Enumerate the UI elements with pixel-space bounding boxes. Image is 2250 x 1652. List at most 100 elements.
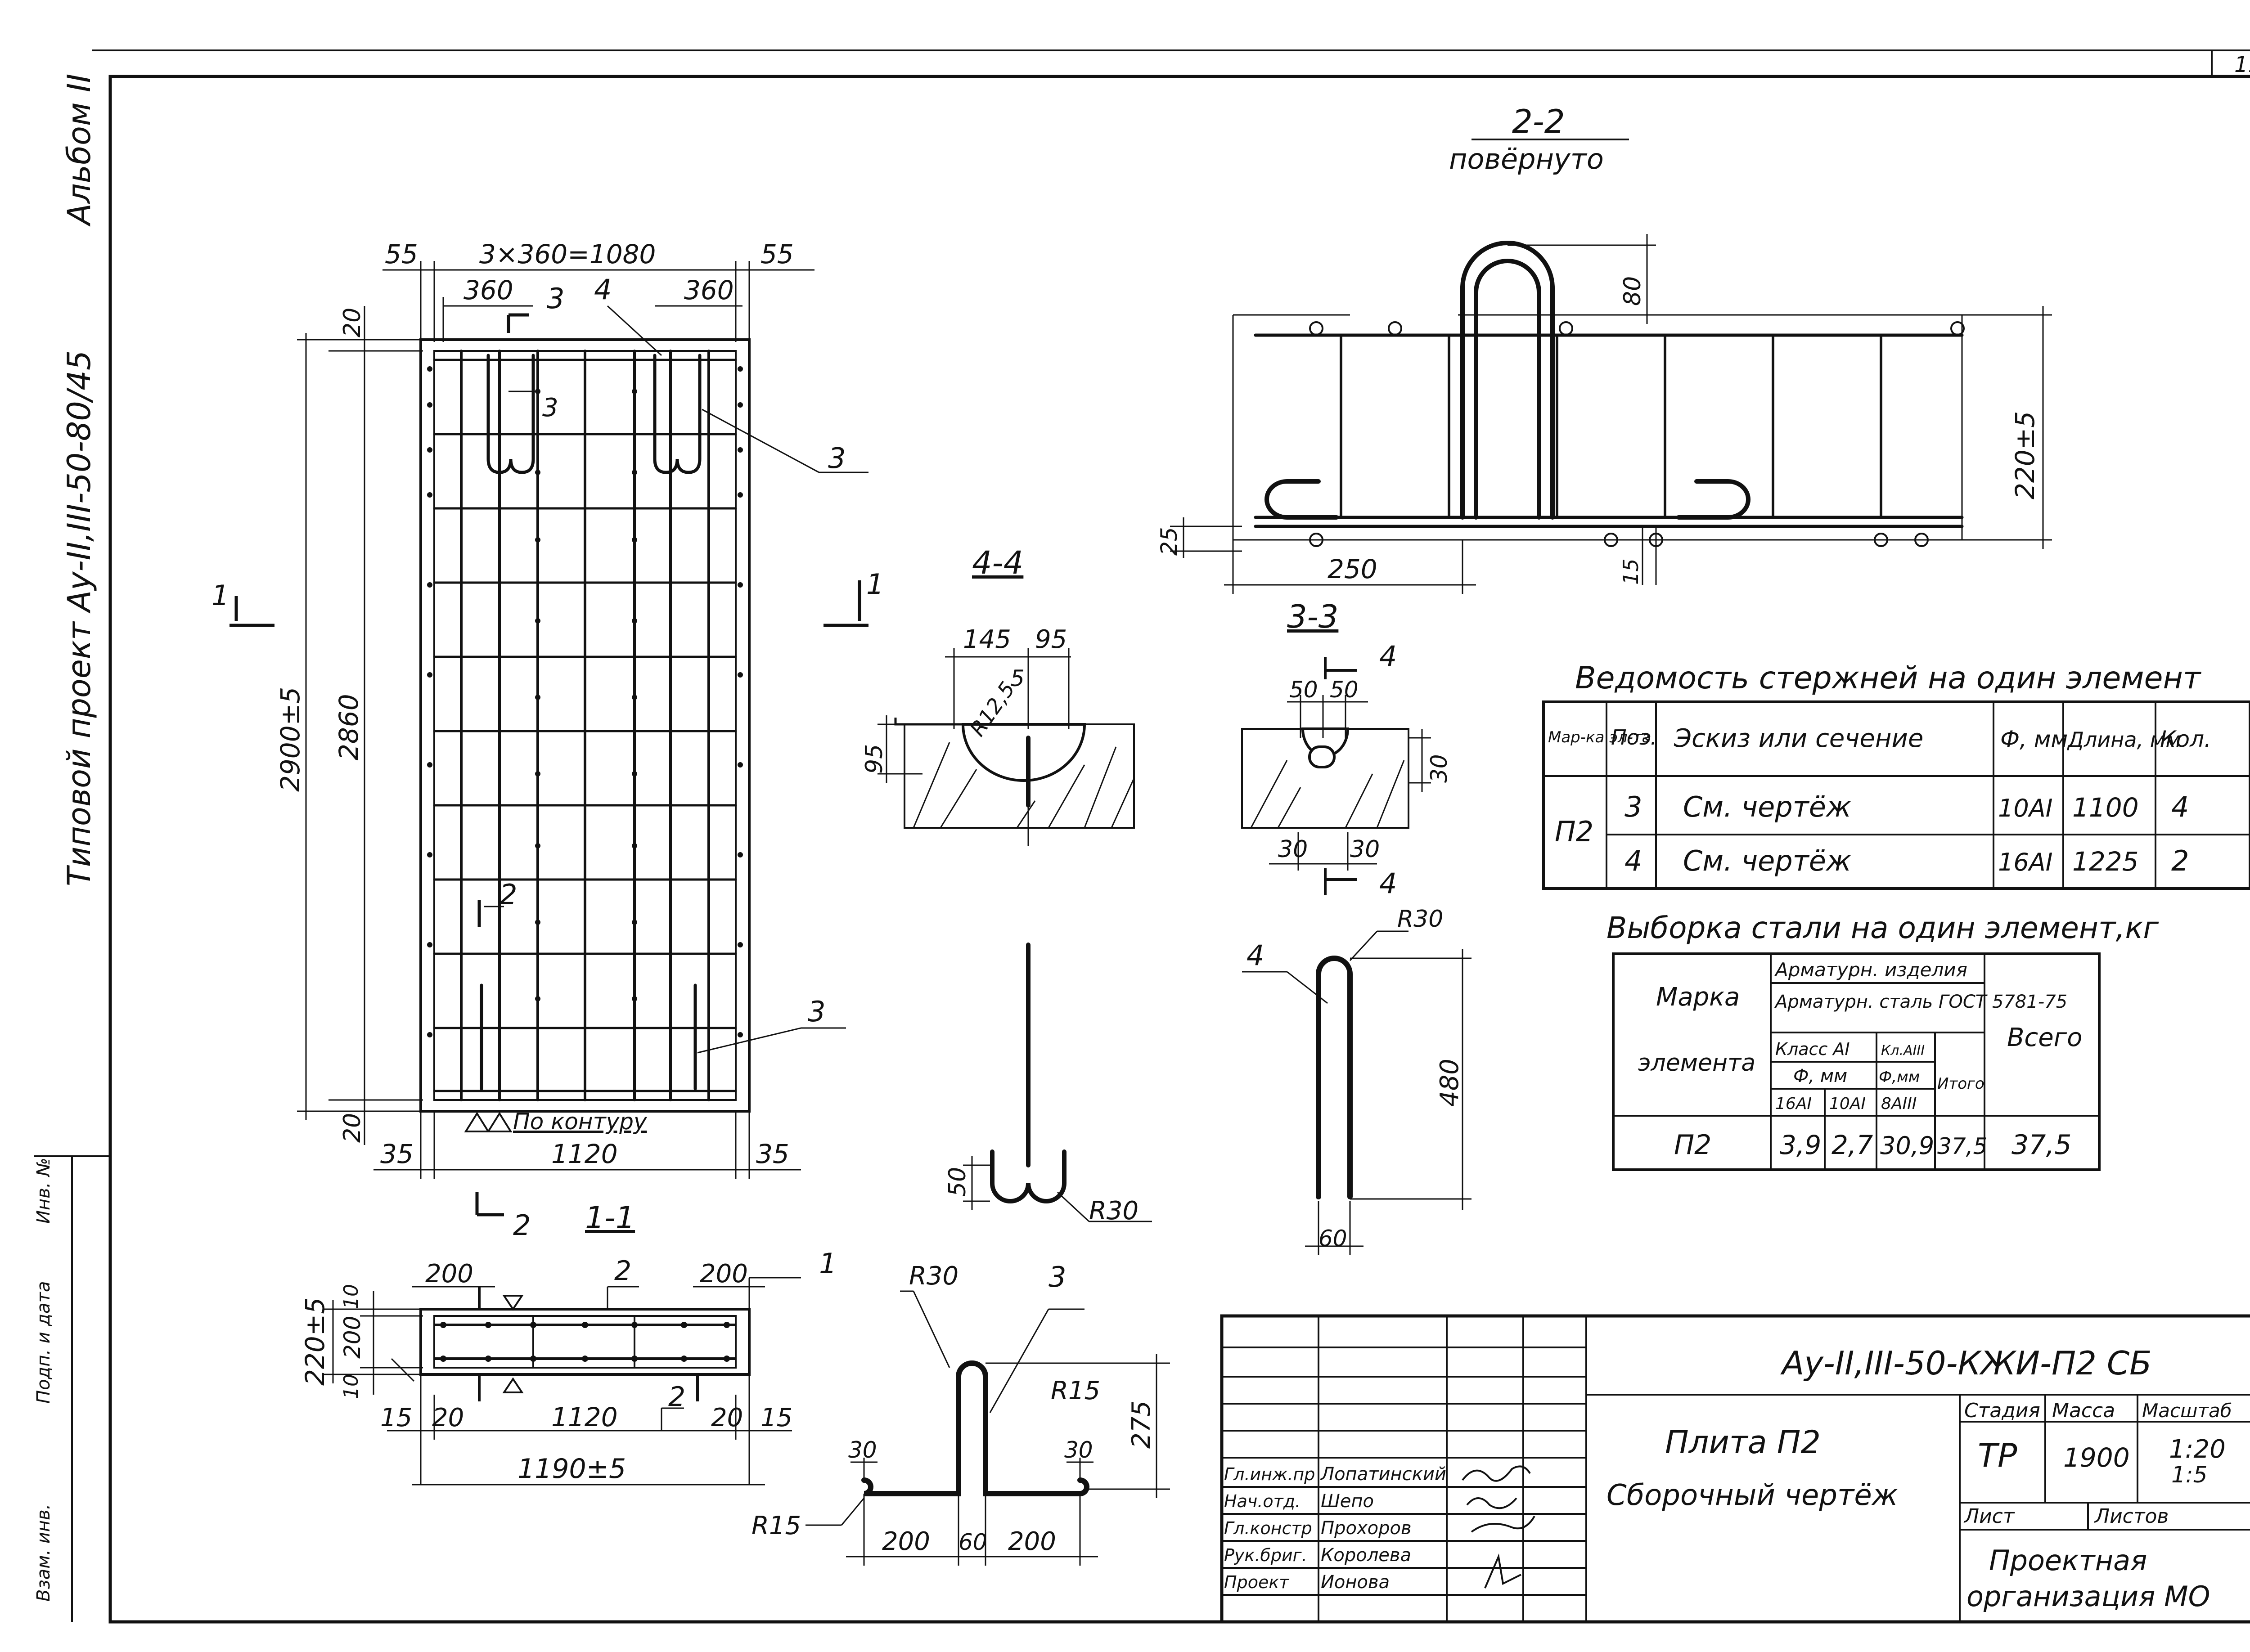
steel-col-10: 10AI: [1829, 1095, 1866, 1113]
s22-dim-25: 25: [1156, 527, 1182, 556]
plan-dim-top-mid: 3×360=1080: [479, 239, 656, 269]
album-label: Альбом II: [61, 74, 98, 227]
signature-5: [1484, 1553, 1521, 1589]
title-mass: 1900: [2063, 1442, 2130, 1473]
title-person-4: Королева: [1321, 1545, 1411, 1566]
svg-text:Инв. №: Инв. №: [33, 1158, 54, 1224]
plan-dim-bottom-right: 35: [756, 1139, 789, 1169]
s22-dim-80: 80: [1619, 276, 1646, 306]
plan-dim-full-height: 2900±5: [275, 687, 306, 792]
steel-row-vsego: 37,5: [2012, 1129, 2072, 1161]
plan-dim-bottom-cover: 20: [339, 1113, 366, 1143]
s22-dim-220: 220±5: [2010, 411, 2040, 499]
title-mass-label: Масса: [2052, 1399, 2115, 1422]
signature-3: [1471, 1516, 1535, 1533]
bars-header-dia: Ф, мм: [2000, 726, 2068, 752]
s22-dim-15: 15: [1619, 558, 1643, 585]
pos-mark-3-lower: 3: [808, 995, 825, 1028]
plan-dim-top-left: 55: [385, 239, 418, 269]
title-person-3: Прохоров: [1321, 1518, 1412, 1539]
bars-row1-qty: 4: [2171, 790, 2189, 823]
section-2-2: 2-2 повёрнуто: [1156, 103, 2052, 594]
steel-sample-title: Выборка стали на один элемент,кг: [1606, 911, 2159, 945]
steel-dia-mm2: Ф,мм: [1879, 1068, 1920, 1086]
steel-grand-total: Всего: [2007, 1023, 2082, 1052]
s11-dim-200-mid: 200: [339, 1316, 365, 1359]
bars-row2-qty: 2: [2171, 844, 2189, 877]
s11-dim-1120: 1120: [551, 1402, 618, 1432]
steel-total-group: Итого: [1937, 1075, 1984, 1093]
s44-dim-145: 145: [963, 625, 1011, 654]
title-stage: ТР: [1978, 1437, 2017, 1474]
bars-header-pos: Поз.: [1611, 725, 1657, 750]
hook-detail: 50 R30: [944, 943, 1152, 1226]
steel-row-v8: 30,9: [1880, 1131, 1934, 1160]
bars-row1-length: 1100: [2072, 792, 2139, 823]
signature-2: [1466, 1497, 1517, 1509]
pos3-dim-200-left: 200: [882, 1527, 930, 1556]
title-scale-label: Масштаб: [2142, 1400, 2232, 1422]
steel-sub-header: Арматурн. сталь ГОСТ 5781-75: [1774, 992, 2067, 1012]
steel-class-aiii: Кл.AIII: [1881, 1043, 1925, 1059]
plan-dim-top-cover: 20: [339, 308, 366, 337]
bars-header-qty: Кол.: [2160, 726, 2211, 752]
pos3-radius-left: R15: [752, 1511, 801, 1540]
bars-row1-dia: 10AI: [1998, 794, 2053, 822]
left-stamp: Инв. № Подп. и дата Взам. инв.: [33, 1155, 110, 1622]
s11-dim-15-left: 15: [380, 1403, 412, 1432]
s11-dim-20-right: 20: [711, 1403, 743, 1432]
bars-mark: П2: [1555, 815, 1593, 848]
plan-dim-bottom-mid: 1120: [551, 1139, 618, 1169]
section-mark-2-bottom: 2: [513, 1209, 531, 1242]
svg-text:Взам. инв.: Взам. инв.: [33, 1504, 54, 1602]
title-code: Ау-II,III-50-КЖИ-П2 СБ: [1780, 1344, 2152, 1382]
pos3-dim-30-right: 30: [1064, 1437, 1093, 1463]
steel-row-itogo: 37,5: [1937, 1133, 1987, 1159]
title-stage-label: Стадия: [1964, 1399, 2040, 1422]
bars-row2-pos: 4: [1624, 844, 1642, 877]
pos3-dim-200-right: 200: [1008, 1527, 1056, 1556]
s22-dim-250: 250: [1328, 554, 1377, 584]
section-mark-1-right: 1: [866, 568, 884, 601]
section-mark-2: 2: [500, 878, 517, 911]
section-mark-3-small: 3: [542, 393, 558, 422]
title-scale-2: 1:5: [2171, 1462, 2207, 1488]
bars-row2-sketch: См. чертёж: [1683, 844, 1851, 877]
title-role-1: Гл.инж.пр: [1224, 1464, 1315, 1484]
sheet-number: 11: [2234, 52, 2250, 77]
project-label: Типовой проект Ау-II,III-50-80/45: [61, 350, 98, 886]
title-role-4: Рук.бриг.: [1224, 1545, 1307, 1565]
steel-row-mark: П2: [1674, 1129, 1711, 1161]
s11-dim-total-h: 220±5: [300, 1297, 330, 1386]
plan-dim-right-span: 360: [684, 275, 734, 305]
section-mark-3-top: 3: [547, 282, 564, 315]
title-role-5: Проект: [1224, 1572, 1290, 1592]
pos4-label: 4: [1246, 939, 1264, 972]
section-1-1: 1-1: [300, 1200, 837, 1486]
s11-dim-10-top: 10: [340, 1284, 363, 1309]
title-name-line2: Сборочный чертёж: [1606, 1479, 1898, 1512]
plan-dim-inner-height: 2860: [333, 694, 364, 760]
section-4-4: 4-4 145 95 5 R12,5 95: [861, 544, 1135, 846]
pos4-radius: R30: [1397, 906, 1443, 933]
s11-dim-20-left: 20: [432, 1403, 464, 1432]
pos4-detail: 4 R30 480 60: [1242, 906, 1472, 1255]
title-org-line2: организация МО: [1966, 1580, 2210, 1613]
steel-group-header: Арматурн. изделия: [1774, 959, 1967, 981]
hook-radius: R30: [1089, 1196, 1138, 1226]
steel-dia-mm: Ф, мм: [1793, 1066, 1847, 1086]
steel-row-v16: 3,9: [1780, 1130, 1821, 1160]
s11-dim-2-lower: 2: [668, 1381, 685, 1413]
pos3-radius-right: R15: [1051, 1376, 1100, 1405]
s11-dim-1190: 1190±5: [518, 1453, 626, 1485]
pos3-radius-top: R30: [909, 1261, 958, 1291]
plan-dim-left-span: 360: [464, 275, 513, 305]
s33-dim-50b: 50: [1330, 677, 1359, 703]
section-3-3-title: 3-3: [1287, 598, 1338, 635]
pos4-dim-60: 60: [1318, 1226, 1347, 1252]
svg-text:Подп. и дата: Подп. и дата: [33, 1281, 54, 1404]
pos3-dim-275: 275: [1127, 1401, 1156, 1449]
pos3-dim-60: 60: [958, 1529, 987, 1555]
s44-dim-5: 5: [1010, 665, 1025, 691]
